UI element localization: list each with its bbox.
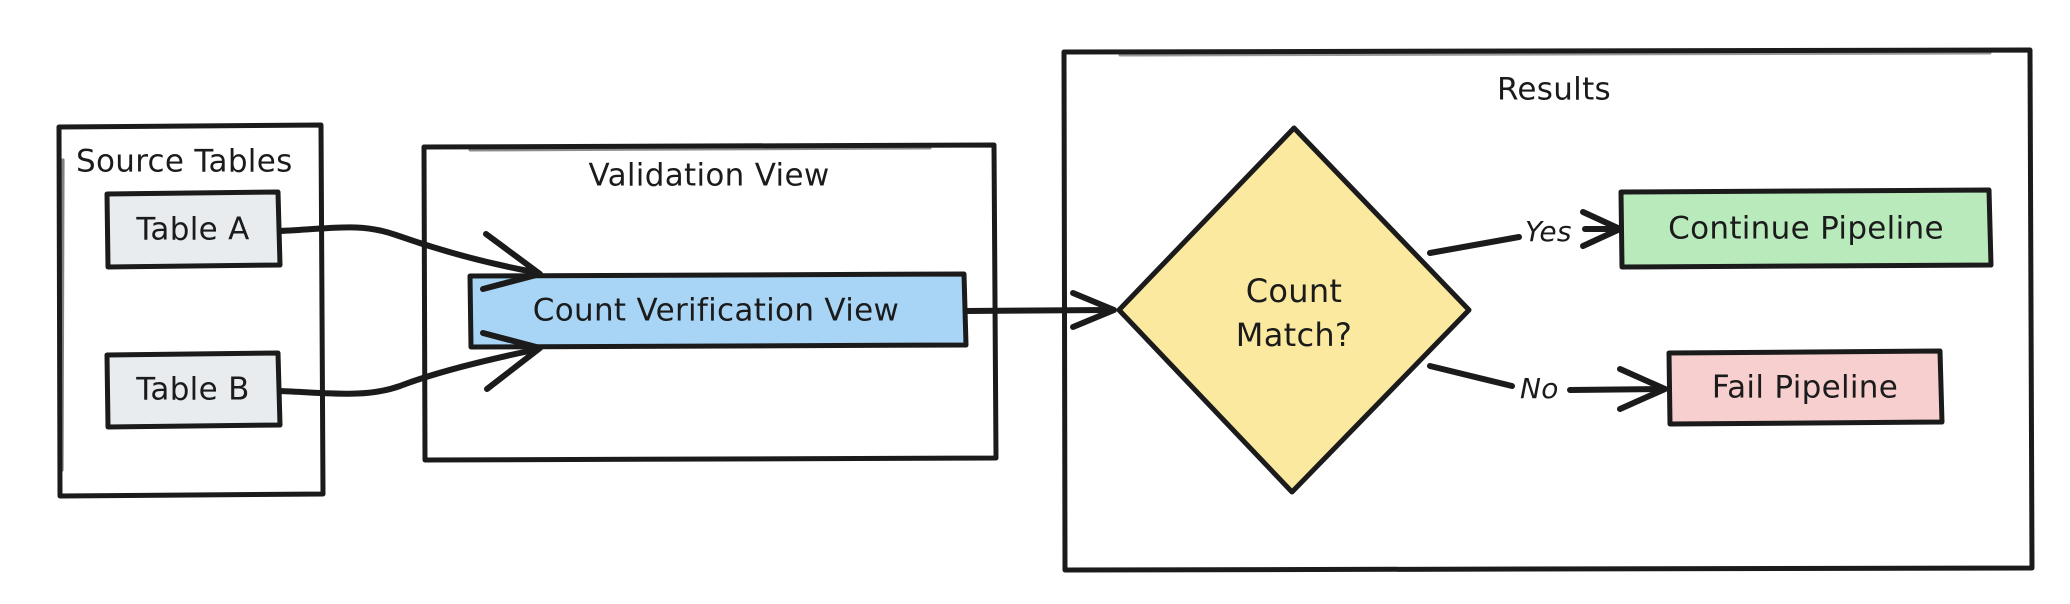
group-source-tables[interactable]: Source Tables xyxy=(56,122,326,499)
source-tables-border-sketch xyxy=(60,158,65,472)
edge-no-label: No xyxy=(1520,372,1559,405)
table-a-shape xyxy=(104,189,283,270)
count-match-label-line1: Count xyxy=(1246,272,1343,310)
table-a-label: Table A xyxy=(135,212,249,248)
validation-view-border-sketch xyxy=(468,146,932,152)
edge-table-a-to-view xyxy=(277,224,543,292)
fail-pipeline-label: Fail Pipeline xyxy=(1712,370,1898,406)
continue-pipeline-label: Continue Pipeline xyxy=(1668,211,1944,247)
edge-yes-label: Yes xyxy=(1525,215,1572,248)
node-table-a[interactable]: Table A xyxy=(104,189,283,270)
node-continue-pipeline[interactable]: Continue Pipeline xyxy=(1618,187,1994,270)
edge-no-branch: No xyxy=(1427,363,1668,412)
results-title: Results xyxy=(1497,72,1611,108)
continue-pipeline-shape xyxy=(1618,187,1994,270)
group-validation-view[interactable]: Validation View xyxy=(421,142,999,463)
edge-view-to-decision xyxy=(963,290,1117,330)
count-verification-view-shape xyxy=(467,271,969,350)
results-border-sketch xyxy=(1118,51,1992,57)
validation-view-title: Validation View xyxy=(589,158,830,194)
edge-yes-branch: Yes xyxy=(1427,209,1623,256)
fail-pipeline-shape xyxy=(1666,348,1945,427)
count-verification-view-label: Count Verification View xyxy=(533,293,899,329)
count-match-shape xyxy=(1116,125,1472,495)
edge-table-b-to-view xyxy=(277,330,543,397)
table-b-shape xyxy=(104,350,283,430)
source-tables-title: Source Tables xyxy=(76,144,293,180)
table-b-label: Table B xyxy=(135,372,249,408)
source-tables-border xyxy=(56,122,326,499)
node-fail-pipeline[interactable]: Fail Pipeline xyxy=(1666,348,1945,427)
group-results[interactable]: Results xyxy=(1061,47,2035,573)
node-table-b[interactable]: Table B xyxy=(104,350,283,430)
node-count-verification-view[interactable]: Count Verification View xyxy=(467,271,969,350)
node-count-match[interactable]: Count Match? xyxy=(1116,125,1472,495)
results-border xyxy=(1061,47,2035,573)
count-match-label-line2: Match? xyxy=(1236,316,1352,354)
validation-view-border xyxy=(421,142,999,463)
